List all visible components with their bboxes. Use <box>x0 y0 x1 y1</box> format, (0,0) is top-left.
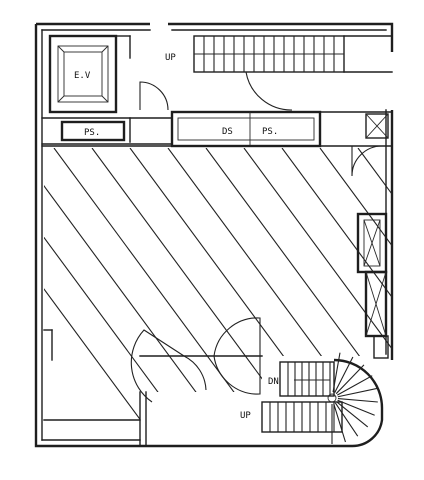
stair-lower-treads-a <box>287 362 331 396</box>
spiral-tread <box>335 364 365 395</box>
right-shafts <box>356 212 389 359</box>
hatch-line <box>44 148 247 420</box>
spiral-tread <box>334 356 354 393</box>
corridor-doors <box>139 81 383 177</box>
hatch-lines <box>44 148 424 460</box>
spiral-tread <box>337 399 375 416</box>
hatch-line <box>167 148 392 420</box>
door-right <box>213 317 261 357</box>
hatch-line <box>281 148 392 420</box>
ds-label: DS <box>222 127 233 137</box>
interior-partitions <box>43 317 263 447</box>
hatch-line <box>44 148 171 420</box>
spiral-tread <box>336 401 369 428</box>
ps-right-label: PS. <box>262 127 278 137</box>
spiral-tread <box>333 403 346 443</box>
elevator-label: E.V <box>74 71 91 81</box>
spiral-tread <box>334 402 359 437</box>
spiral-tread <box>336 375 373 396</box>
stair-up-top-label: UP <box>165 53 176 63</box>
stair-upper-treads <box>203 36 335 72</box>
core-walls: PS. DS PS. <box>41 110 393 148</box>
ps-left-label: PS. <box>84 128 100 138</box>
hatched-floor <box>44 148 424 460</box>
hatch-line <box>205 148 392 420</box>
stair-down-label: DN <box>268 377 279 387</box>
hatch-line <box>44 148 209 420</box>
hatch-line <box>243 148 392 420</box>
hatch-line <box>91 148 323 420</box>
stair-up-bottom-label: UP <box>240 411 251 421</box>
elevator-shaft: E.V <box>48 34 131 114</box>
hatch-line <box>319 148 392 420</box>
exterior-walls <box>34 22 394 448</box>
spiral-tread <box>337 387 378 398</box>
stair-lower: DN UP <box>240 352 384 448</box>
spiral-tread <box>337 397 378 403</box>
hatch-line <box>396 148 424 460</box>
stair-upper: UP <box>165 35 393 111</box>
spiral-tread <box>332 352 341 393</box>
stair-lower-treads-b <box>269 402 335 432</box>
spiral-treads <box>331 352 378 444</box>
door-left <box>130 329 185 403</box>
